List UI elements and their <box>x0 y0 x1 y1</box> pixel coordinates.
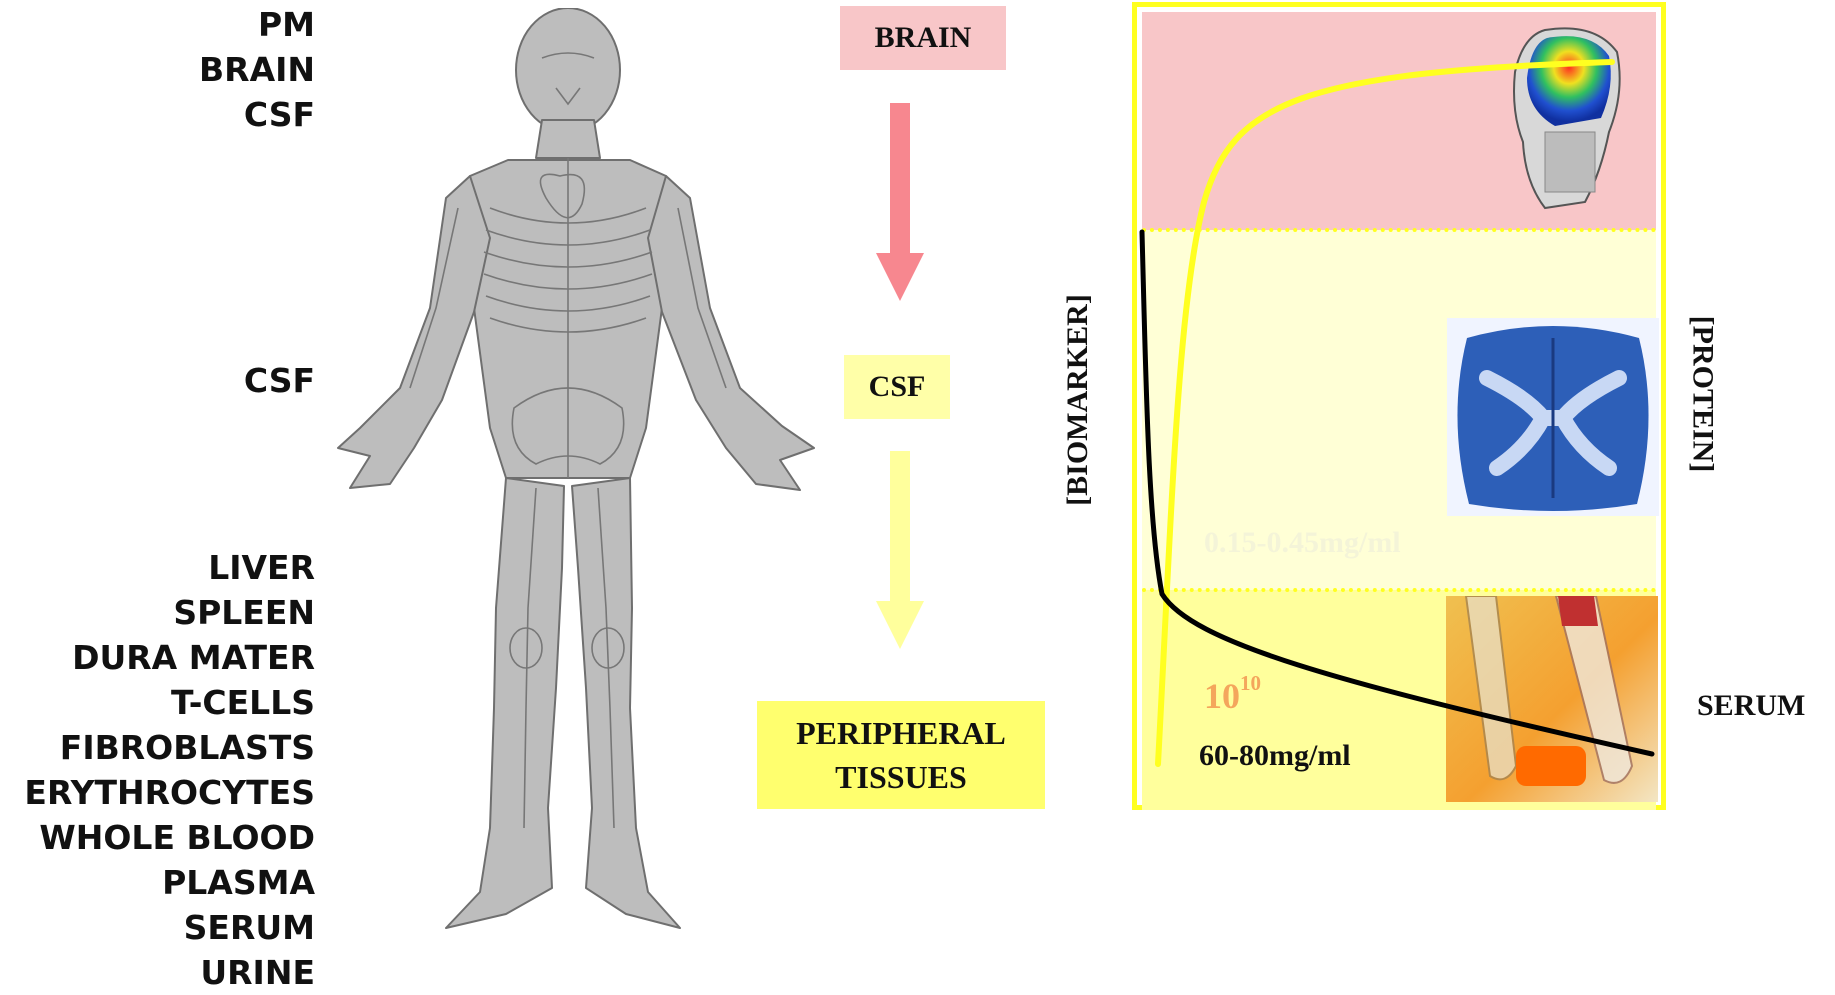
sample-label-serum: SERUM <box>24 905 315 950</box>
dynamic-range-label: 1010 <box>1204 675 1261 717</box>
csf-box: CSF <box>844 355 950 419</box>
dynamic-range-base: 10 <box>1204 676 1240 716</box>
sample-list-middle: CSF <box>244 358 315 403</box>
sample-label-brain: BRAIN <box>199 47 315 92</box>
sample-label-erythrocytes: ERYTHROCYTES <box>24 770 315 815</box>
sample-label-plasma: PLASMA <box>24 860 315 905</box>
biomarker-axis-label: [BIOMARKER] <box>1061 294 1095 506</box>
sample-label-fibroblasts: FIBROBLASTS <box>24 725 315 770</box>
brain-box-label: BRAIN <box>875 21 972 55</box>
sample-label-csf-middle: CSF <box>244 358 315 403</box>
dynamic-range-exponent: 10 <box>1240 671 1261 695</box>
sample-label-t-cells: T-CELLS <box>24 680 315 725</box>
sample-label-spleen: SPLEEN <box>24 590 315 635</box>
csf-to-tissues-arrow <box>860 451 940 651</box>
brain-to-csf-arrow <box>860 103 940 303</box>
sample-label-liver: LIVER <box>24 545 315 590</box>
sample-label-dura-mater: DURA MATER <box>24 635 315 680</box>
sample-label-pm: PM <box>199 2 315 47</box>
sample-list-bottom: LIVER SPLEEN DURA MATER T-CELLS FIBROBLA… <box>24 545 315 995</box>
tissues-label-line1: PERIPHERAL <box>796 711 1006 755</box>
tissues-label-line2: TISSUES <box>796 755 1006 799</box>
serum-concentration-label: 60-80mg/ml <box>1199 739 1351 773</box>
sample-list-top: PM BRAIN CSF <box>199 2 315 137</box>
sample-label-whole-blood: WHOLE BLOOD <box>24 815 315 860</box>
protein-curve <box>1158 62 1612 764</box>
sample-label-urine: URINE <box>24 950 315 995</box>
csf-concentration-label: 0.15-0.45mg/ml <box>1204 526 1401 560</box>
csf-box-label: CSF <box>869 370 926 404</box>
sample-label-csf: CSF <box>199 92 315 137</box>
peripheral-tissues-box: PERIPHERAL TISSUES <box>757 701 1045 809</box>
serum-side-label: SERUM <box>1697 689 1805 723</box>
brain-box: BRAIN <box>840 6 1006 70</box>
protein-axis-label: [PROTEIN] <box>1685 316 1719 473</box>
